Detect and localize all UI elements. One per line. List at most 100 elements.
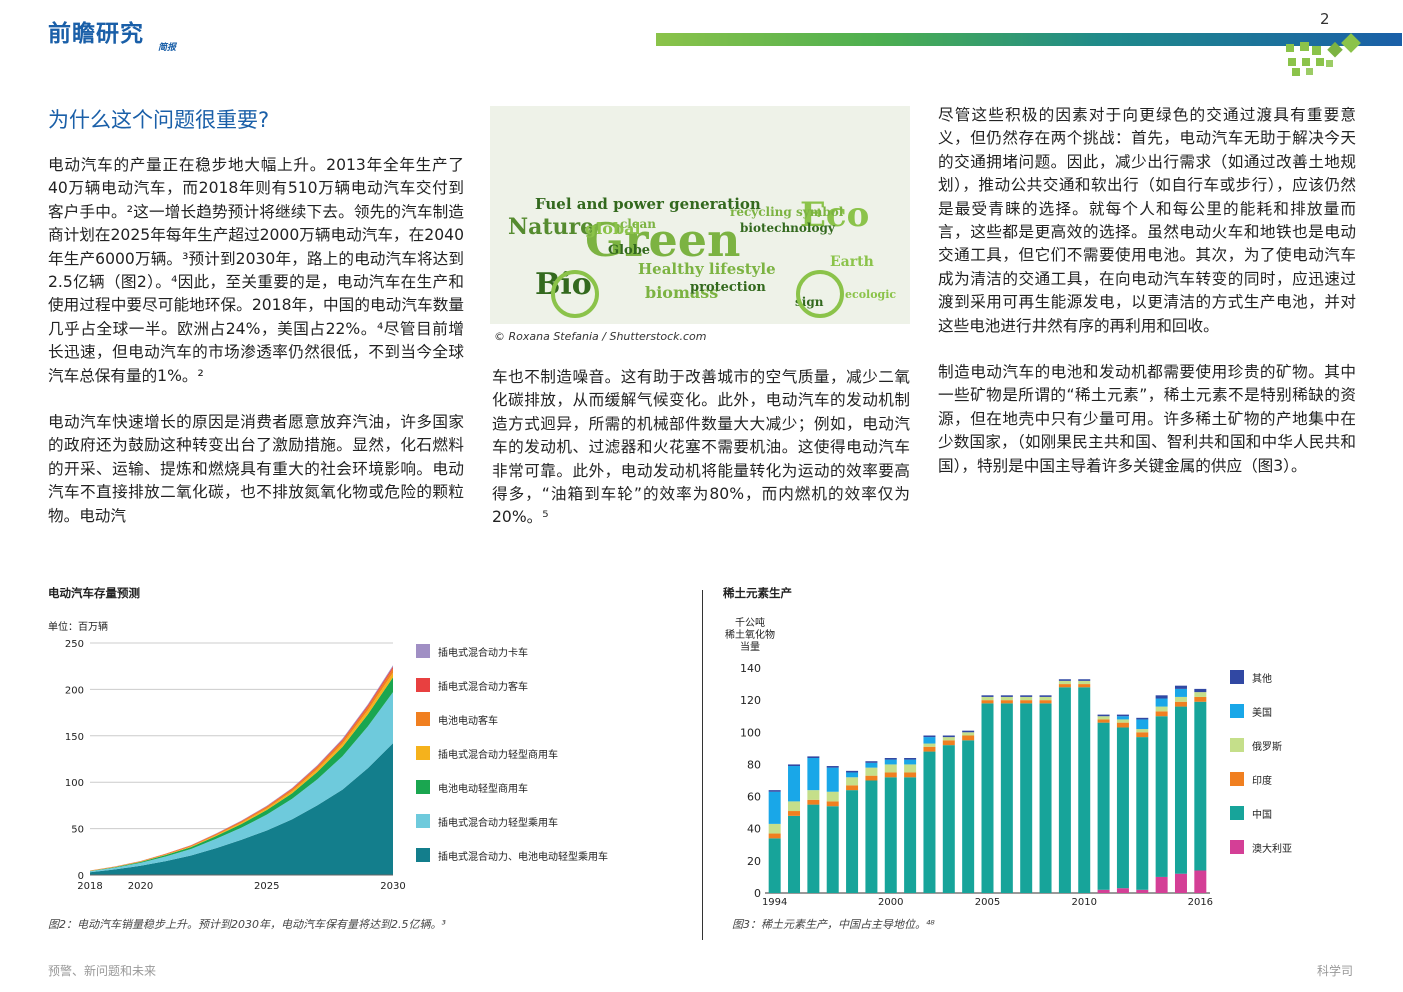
wordcloud-word: Healthy lifestyle [638, 260, 776, 278]
legend-item: 俄罗斯 [1230, 728, 1350, 762]
legend-swatch [1230, 806, 1244, 820]
wordcloud-word: Globe [608, 243, 650, 258]
bar-segment [865, 762, 878, 768]
fig3-unit-line: 当量 [740, 642, 760, 653]
bar-segment [846, 770, 859, 773]
x-tick-label: 2020 [128, 881, 153, 892]
bar-segment [923, 751, 936, 893]
legend-item: 插电式混合动力卡车 [416, 634, 646, 668]
legend-swatch [416, 848, 430, 862]
bar-segment [1020, 696, 1033, 701]
bar-segment [981, 695, 994, 697]
y-tick-label: 60 [747, 791, 761, 804]
bar-segment [884, 772, 897, 778]
y-tick-label: 200 [65, 685, 84, 696]
bar-segment [884, 777, 897, 893]
column-1: 电动汽车的产量正在稳步地大幅上升。2013年全年生产了40万辆电动汽车，而201… [48, 154, 464, 551]
paragraph: 电动汽车的产量正在稳步地大幅上升。2013年全年生产了40万辆电动汽车，而201… [48, 156, 464, 385]
bar-segment [1194, 692, 1207, 697]
fig2-unit: 单位：百万辆 [48, 622, 108, 633]
y-tick-label: 50 [71, 825, 84, 836]
bar-segment [1174, 688, 1187, 697]
legend-label: 中国 [1252, 809, 1272, 821]
bar-segment [904, 772, 917, 778]
legend-swatch [416, 814, 430, 828]
bar-segment [1155, 695, 1168, 699]
legend-label: 俄罗斯 [1252, 741, 1282, 753]
wordcloud-word: protection [690, 280, 766, 295]
bar-segment [1039, 703, 1052, 893]
wordcloud-word: global [585, 219, 641, 238]
bar-segment [1000, 703, 1013, 893]
bar-segment [846, 772, 859, 778]
bar-segment [865, 767, 878, 776]
bar-segment [1020, 695, 1033, 697]
bar-segment [1058, 684, 1071, 688]
bar-segment [1000, 696, 1013, 701]
bar-segment [846, 777, 859, 786]
y-tick-label: 80 [747, 758, 761, 771]
bar-segment [923, 746, 936, 752]
y-tick-label: 150 [65, 732, 84, 743]
legend-swatch [1230, 840, 1244, 854]
bar-segment [981, 703, 994, 893]
wordcloud-word: biomass [645, 283, 718, 302]
column-3: 尽管这些积极的因素对于向更绿色的交通过渡具有重要意义，但仍然存在两个挑战：首先，… [938, 104, 1356, 501]
wordcloud-word: Eco [800, 195, 869, 235]
wordcloud-word: Nature [508, 214, 594, 240]
bar-segment [923, 737, 936, 744]
wordcloud-word: clean [620, 217, 656, 231]
bar-segment [923, 743, 936, 747]
bar-segment [962, 735, 975, 741]
bar-segment [1097, 716, 1110, 720]
bar-segment [1116, 714, 1129, 717]
fig3-unit: 千公吨 稀土氧化物 当量 [722, 618, 778, 654]
paragraph: 车也不制造噪音。这有助于改善城市的空气质量，减少二氧化碳排放，从而缓解气候变化。… [492, 368, 910, 527]
y-tick-label: 120 [740, 694, 761, 707]
column-2: 车也不制造噪音。这有助于改善城市的空气质量，减少二氧化碳排放，从而缓解气候变化。… [492, 366, 910, 553]
legend-label: 其他 [1252, 673, 1272, 685]
x-tick-label: 2018 [77, 881, 102, 892]
bar-segment [904, 758, 917, 760]
legend-swatch [416, 644, 430, 658]
legend-swatch [416, 746, 430, 760]
bar-segment [962, 730, 975, 733]
legend-item: 电池电动客车 [416, 702, 646, 736]
bar-segment [1174, 696, 1187, 702]
bar-segment [942, 745, 955, 893]
bar-segment [1174, 706, 1187, 874]
wheel-icon [551, 270, 599, 318]
bar-segment [884, 758, 897, 760]
legend-item: 其他 [1230, 660, 1350, 694]
fig2-title: 电动汽车存量预测 [48, 586, 140, 600]
bar-segment [923, 735, 936, 738]
bar-segment [1116, 727, 1129, 889]
bar-segment [1155, 711, 1168, 717]
fig3-caption: 图3：稀土元素生产，中国占主导地位。⁴⁸ [732, 918, 935, 931]
legend-label: 插电式混合动力轻型乘用车 [438, 817, 558, 829]
bar-segment [826, 767, 839, 792]
bar-segment [768, 790, 781, 792]
y-tick-label: 100 [740, 726, 761, 739]
bar-segment [807, 804, 820, 893]
bar-segment [788, 766, 801, 802]
bar-segment [1116, 716, 1129, 720]
bar-segment [768, 791, 781, 824]
bar-segment [1116, 722, 1129, 728]
fig3-legend: 其他美国俄罗斯印度中国澳大利亚 [1230, 660, 1350, 864]
bar-segment [884, 764, 897, 773]
bar-segment [1194, 870, 1207, 893]
legend-swatch [1230, 670, 1244, 684]
page-number: 2 [1320, 10, 1330, 28]
bar-segment [981, 696, 994, 701]
header-decoration-icon [1286, 33, 1361, 76]
bar-segment [1116, 888, 1129, 893]
bar-segment [788, 815, 801, 893]
y-tick-label: 250 [65, 639, 84, 650]
bar-segment [962, 740, 975, 893]
legend-label: 美国 [1252, 707, 1272, 719]
wordcloud-word: ecologic [845, 288, 896, 301]
bar-segment [904, 777, 917, 893]
legend-label: 插电式混合动力、电池电动轻型乘用车 [438, 851, 608, 863]
